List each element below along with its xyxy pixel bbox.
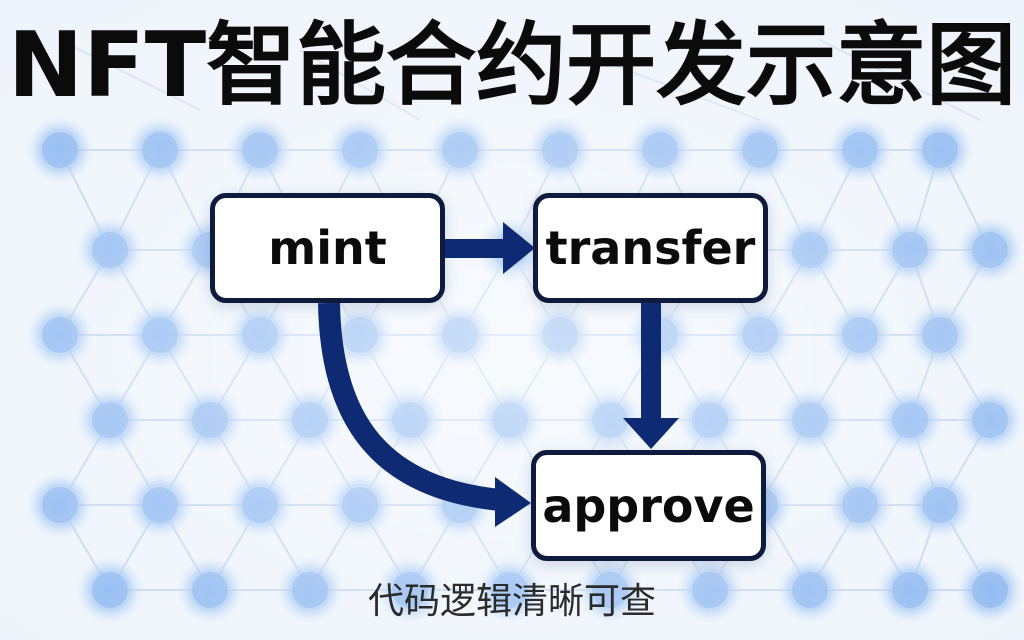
mint-node: mint bbox=[210, 193, 445, 303]
page-title: NFT智能合约开发示意图 bbox=[7, 13, 1017, 118]
caption-text: 代码逻辑清晰可查 bbox=[367, 581, 656, 622]
arrow-mint-to-transfer bbox=[445, 222, 535, 274]
arrow-mint-to-approve bbox=[318, 302, 531, 527]
transfer-node: transfer bbox=[533, 193, 768, 303]
arrow-transfer-to-approve bbox=[623, 303, 679, 449]
approve-node: approve bbox=[531, 450, 766, 561]
